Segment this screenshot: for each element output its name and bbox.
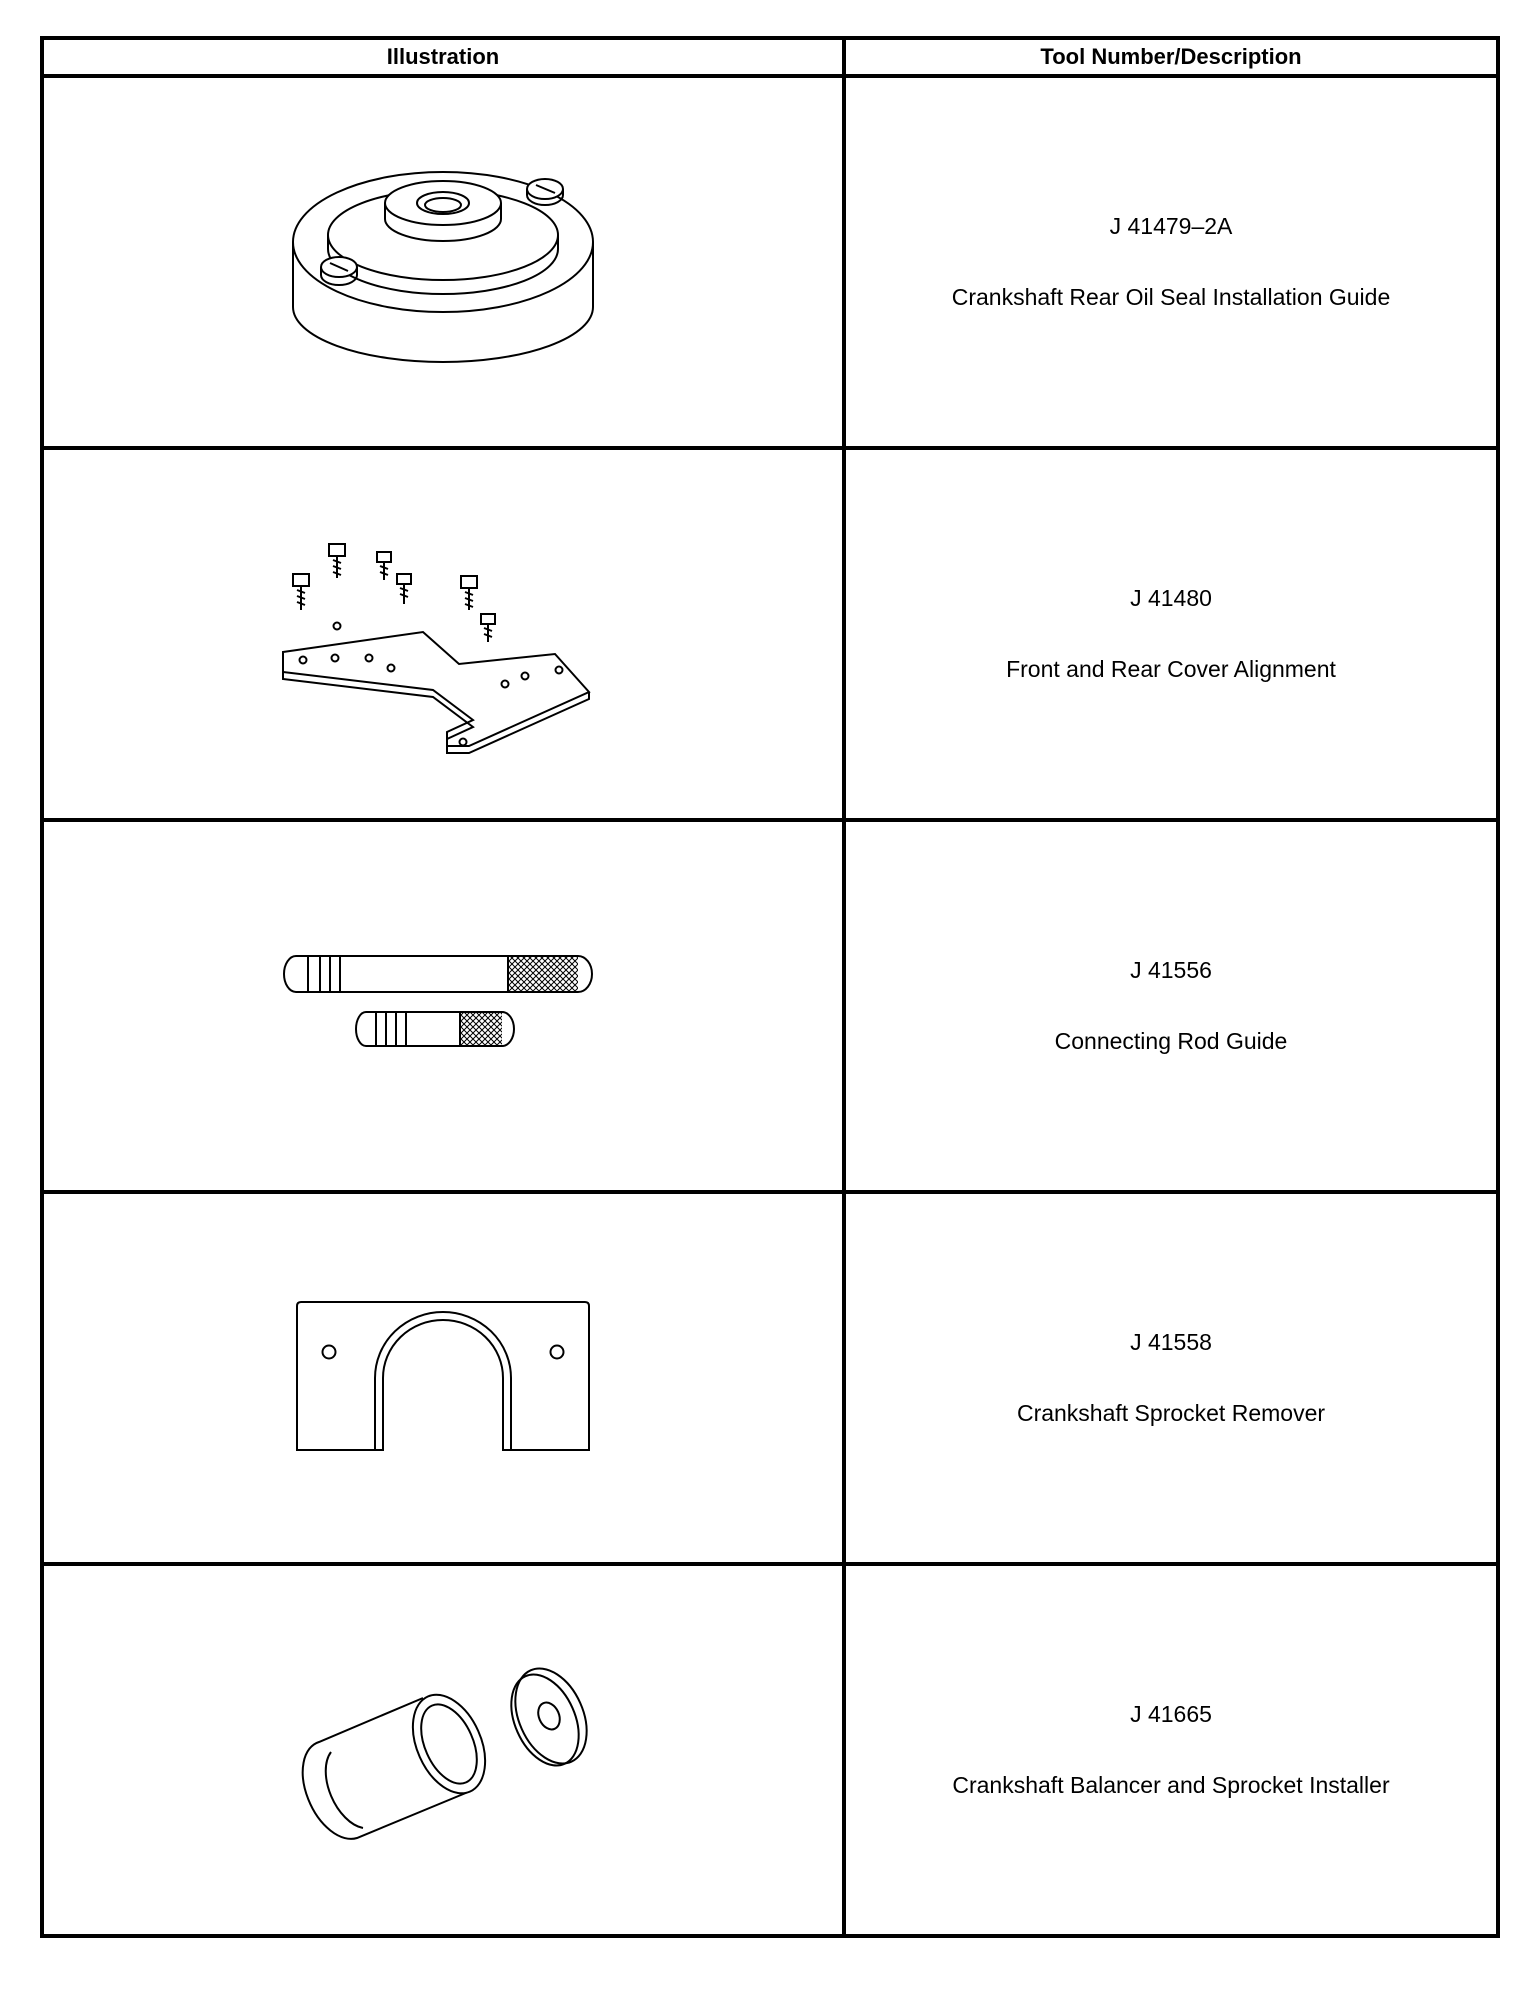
sprocket-remover-icon <box>293 1298 593 1458</box>
tool-description: Crankshaft Rear Oil Seal Installation Gu… <box>951 284 1391 310</box>
tool-description: Crankshaft Sprocket Remover <box>1016 1400 1326 1426</box>
balancer-installer-icon <box>283 1650 603 1850</box>
tool-description-cell: J 41480 Front and Rear Cover Alignment <box>842 446 1500 822</box>
illustration-cell <box>40 1562 846 1938</box>
tool-description: Front and Rear Cover Alignment <box>1006 656 1336 682</box>
table-row: J 41556 Connecting Rod Guide <box>40 818 1500 1194</box>
table-row: J 41480 Front and Rear Cover Alignment <box>40 446 1500 822</box>
tool-description: Connecting Rod Guide <box>1054 1028 1288 1054</box>
illustration-cell <box>40 818 846 1194</box>
cover-alignment-plate-icon <box>273 514 613 754</box>
tool-number: J 41480 <box>1130 585 1212 611</box>
header-tool-number-description: Tool Number/Description <box>842 36 1500 78</box>
special-tools-table: Illustration Tool Number/Description <box>40 36 1500 1938</box>
illustration-cell <box>40 74 846 450</box>
connecting-rod-guide-icon <box>278 946 608 1066</box>
tool-number: J 41665 <box>1130 1701 1212 1727</box>
tool-number: J 41556 <box>1130 957 1212 983</box>
tool-number: J 41479–2A <box>1109 213 1233 239</box>
tool-description-cell: J 41558 Crankshaft Sprocket Remover <box>842 1190 1500 1566</box>
tool-description-cell: J 41556 Connecting Rod Guide <box>842 818 1500 1194</box>
header-illustration: Illustration <box>40 36 846 78</box>
table-row: J 41479–2A Crankshaft Rear Oil Seal Inst… <box>40 74 1500 450</box>
table-header-row: Illustration Tool Number/Description <box>40 36 1500 78</box>
illustration-cell <box>40 446 846 822</box>
illustration-cell <box>40 1190 846 1566</box>
tool-description-cell: J 41479–2A Crankshaft Rear Oil Seal Inst… <box>842 74 1500 450</box>
tool-description: Crankshaft Balancer and Sprocket Install… <box>952 1772 1390 1798</box>
table-row: J 41558 Crankshaft Sprocket Remover <box>40 1190 1500 1566</box>
seal-installation-guide-icon <box>283 147 603 377</box>
tool-number: J 41558 <box>1130 1329 1212 1355</box>
tool-description-cell: J 41665 Crankshaft Balancer and Sprocket… <box>842 1562 1500 1938</box>
table-row: J 41665 Crankshaft Balancer and Sprocket… <box>40 1562 1500 1938</box>
